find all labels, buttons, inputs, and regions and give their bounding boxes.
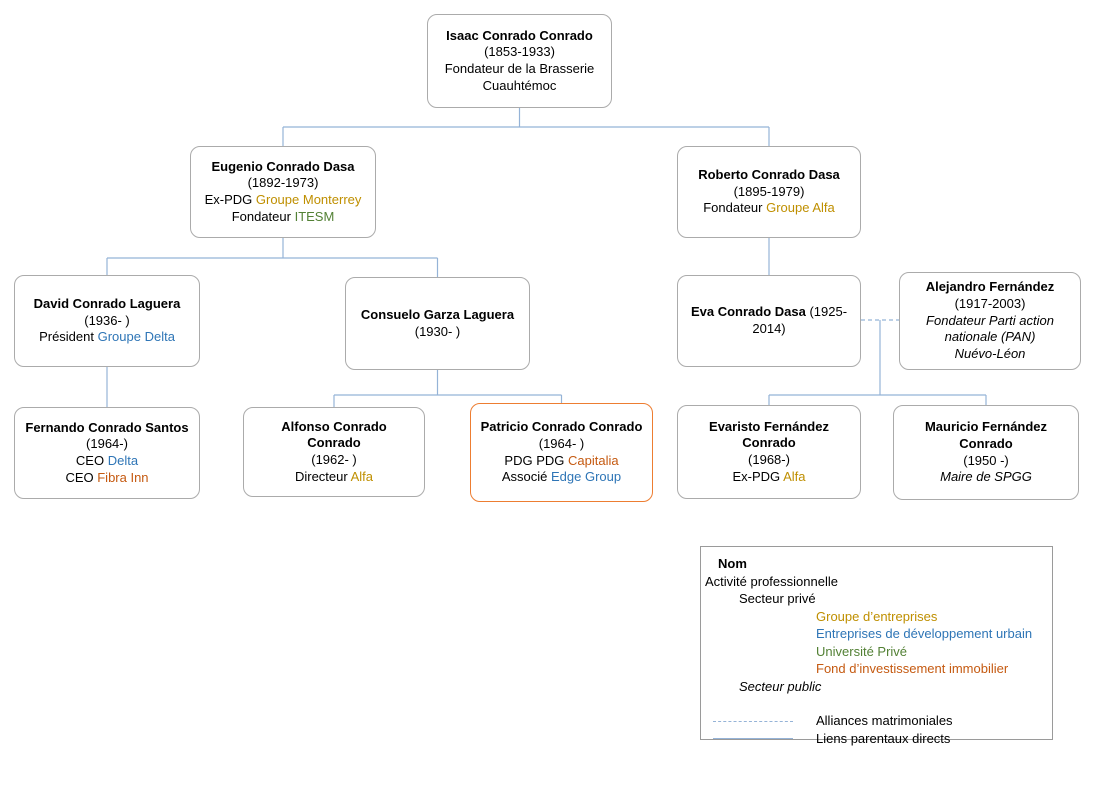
org-groupe-alfa: Groupe Alfa <box>766 200 835 216</box>
legend-secteur-prive: Secteur privé <box>739 591 816 607</box>
person-name: Eugenio Conrado Dasa <box>211 158 355 174</box>
person-role: Fondateur Groupe Alfa <box>703 200 835 216</box>
person-role: Ex-PDG Alfa <box>732 468 806 484</box>
solid-line-sample <box>713 738 793 740</box>
org-capitalia: Capitalia <box>568 452 619 468</box>
node-david-conrado-laguera: David Conrado Laguera (1936- ) Président… <box>14 275 200 367</box>
person-role: Président Groupe Delta <box>39 329 175 345</box>
node-isaac-conrado-conrado: Isaac Conrado Conrado (1853-1933) Fondat… <box>427 14 612 108</box>
node-evaristo-fernandez-conrado: Evaristo Fernández Conrado (1968-) Ex-PD… <box>677 405 861 499</box>
person-name: Alfonso Conrado Conrado <box>281 418 387 451</box>
person-name: Isaac Conrado Conrado <box>446 27 593 43</box>
person-role: Fondateur de la Brasserie Cuauhtémoc <box>444 61 595 93</box>
legend-nom: Nom <box>718 556 747 571</box>
legend-key-marriage-label: Alliances matrimoniales <box>816 713 953 729</box>
person-role: Directeur Alfa <box>294 468 374 484</box>
person-name: Roberto Conrado Dasa <box>698 167 840 183</box>
person-dates: (1968-) <box>748 452 790 467</box>
person-dates: (1936- ) <box>84 312 130 328</box>
person-role: Ex-PDG Groupe Monterrey <box>204 192 362 207</box>
person-name: Alejandro Fernández <box>925 279 1055 295</box>
person-role-public: Fondateur Parti action nationale (PAN) <box>926 312 1054 345</box>
person-name: Fernando Conrado Santos <box>25 419 189 435</box>
person-role: Fondateur ITESM <box>231 208 335 224</box>
node-mauricio-fernandez-conrado: Mauricio Fernández Conrado (1950 -) Mair… <box>893 405 1079 500</box>
person-role-public: Maire de SPGG <box>940 469 1032 485</box>
person-role: Associé Edge Group <box>501 469 622 485</box>
node-alfonso-conrado-conrado: Alfonso Conrado Conrado (1962- ) Directe… <box>243 407 425 497</box>
person-region: Nuévo-Léon <box>954 345 1026 361</box>
person-dates: (1964-) <box>86 436 128 452</box>
person-role: CEO Fibra Inn <box>65 469 149 485</box>
connector-isaac-to-sons <box>282 108 770 146</box>
legend: Nom Activité professionnelle Secteur pri… <box>700 546 1053 746</box>
node-alejandro-fernandez: Alejandro Fernández (1917-2003) Fondateu… <box>899 272 1081 370</box>
org-alfa: Alfa <box>350 468 374 484</box>
person-name: Evaristo Fernández Conrado <box>709 418 829 451</box>
person-dates: (1892-1973) <box>247 175 319 191</box>
legend-universite-prive: Université Privé <box>816 643 908 659</box>
person-name: David Conrado Laguera <box>33 296 181 312</box>
person-role: PDG PDG Capitalia <box>504 452 619 468</box>
person-dates: (1950 -) <box>963 452 1009 468</box>
org-itesm: ITESM <box>294 208 335 224</box>
node-roberto-conrado-dasa: Roberto Conrado Dasa (1895-1979) Fondate… <box>677 146 861 238</box>
legend-key-parental-label: Liens parentaux directs <box>816 730 951 746</box>
person-dates: (1964- ) <box>538 435 585 451</box>
org-fibra-inn: Fibra Inn <box>97 469 149 485</box>
org-delta: Delta <box>107 453 139 468</box>
person-dates: (1930- ) <box>414 323 461 339</box>
connector-couple-to-children <box>768 320 987 405</box>
legend-groupe-entreprises: Groupe d’entreprises <box>816 608 938 624</box>
person-dates: (1962- ) <box>311 452 357 467</box>
legend-key-parental: Liens parentaux directs <box>701 730 1052 748</box>
legend-activite: Activité professionnelle <box>705 573 838 589</box>
node-patricio-conrado-conrado: Patricio Conrado Conrado (1964- ) PDG PD… <box>470 403 653 502</box>
node-eva-conrado-dasa: Eva Conrado Dasa (1925-2014) <box>677 275 861 367</box>
person-role: CEO Delta <box>75 453 139 468</box>
legend-entreprises-urbain: Entreprises de développement urbain <box>816 626 1033 642</box>
node-consuelo-garza-laguera: Consuelo Garza Laguera (1930- ) <box>345 277 530 370</box>
dashed-line-sample <box>713 720 793 722</box>
person-dates: (1917-2003) <box>954 296 1026 312</box>
node-fernando-conrado-santos: Fernando Conrado Santos (1964-) CEO Delt… <box>14 407 200 499</box>
org-groupe-delta: Groupe Delta <box>97 329 175 345</box>
person-name-and-dates: Eva Conrado Dasa (1925-2014) <box>690 304 848 336</box>
legend-secteur-public: Secteur public <box>739 678 822 694</box>
org-edge-group: Edge Group <box>551 469 622 485</box>
person-name: Patricio Conrado Conrado <box>480 419 643 435</box>
person-name: Consuelo Garza Laguera <box>360 306 515 322</box>
legend-key-marriage: Alliances matrimoniales <box>701 712 1052 730</box>
person-dates: (1895-1979) <box>733 183 805 199</box>
connector-eugenio-to-children <box>106 238 439 277</box>
person-name: Mauricio Fernández Conrado <box>924 419 1048 451</box>
connector-consuelo-to-children <box>333 370 563 407</box>
org-groupe-monterrey: Groupe Monterrey <box>255 192 362 207</box>
org-alfa: Alfa <box>783 468 806 484</box>
person-dates: (1853-1933) <box>484 44 555 60</box>
legend-fond-immobilier: Fond d’investissement immobilier <box>816 661 1009 677</box>
node-eugenio-conrado-dasa: Eugenio Conrado Dasa (1892-1973) Ex-PDG … <box>190 146 376 238</box>
